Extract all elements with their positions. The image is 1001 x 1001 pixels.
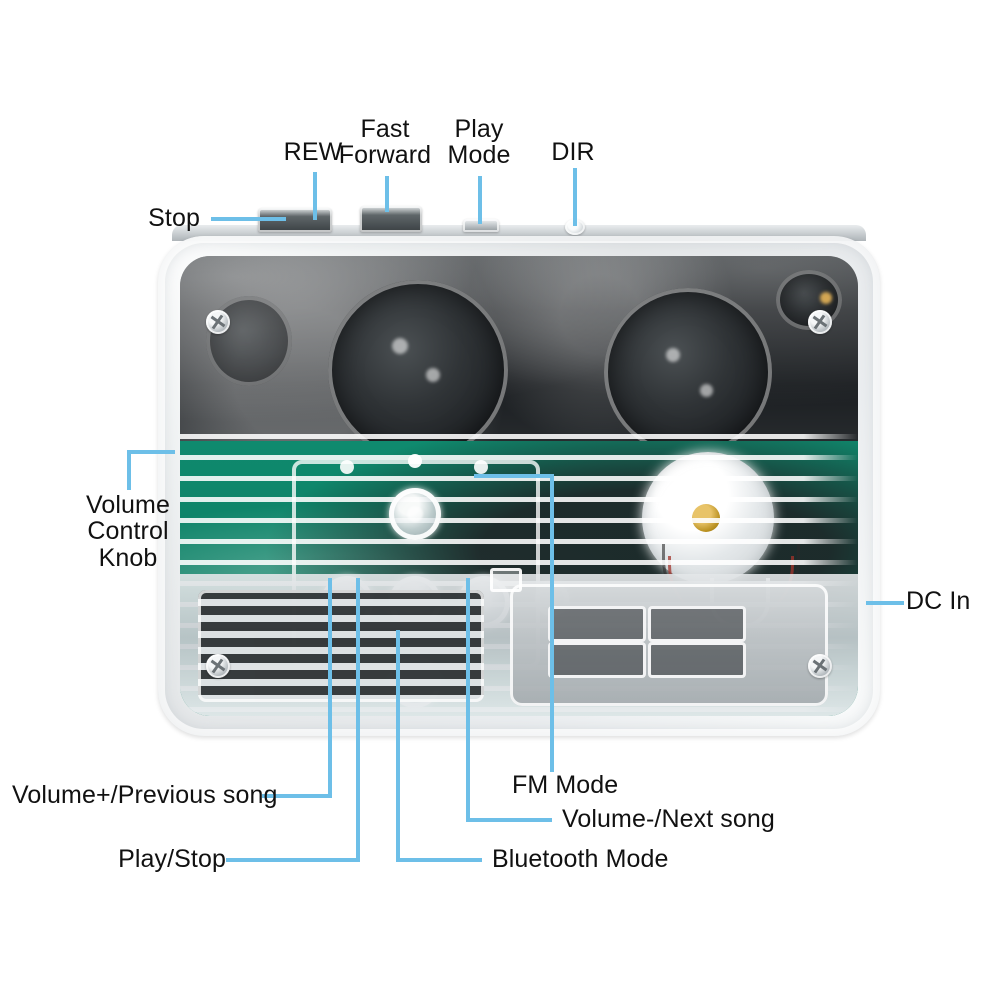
cassette-spool-left [328,280,508,460]
leader-vol-up-h [262,794,332,798]
battery-cell-3 [548,642,646,678]
latch-tab [490,568,522,592]
screw-bottom-left [206,654,230,678]
leader-dc-in [866,601,904,605]
capstan-screw [820,292,832,304]
frame-pivot-a [340,460,354,474]
leader-play-mode [478,176,482,224]
device-body [158,236,880,736]
leader-vol-down-v [466,578,470,820]
device-shell [158,236,880,736]
leader-fm-h [474,474,554,478]
leader-stop [211,217,286,221]
battery-cell-2 [648,606,746,642]
leader-fast-forward [385,176,389,212]
leader-vol-down-h [466,818,552,822]
spool-hub-a [392,338,408,354]
spool-hub-c [666,348,680,362]
leader-play-stop-v [356,578,360,860]
leader-bluetooth-v [396,630,400,860]
label-stop: Stop [148,204,200,232]
label-dir: DIR [551,138,595,166]
top-button-dir[interactable] [565,219,585,235]
battery-cell-4 [648,642,746,678]
battery-cell-1 [548,606,646,642]
screw-top-left [206,310,230,334]
top-button-play-mode[interactable] [463,219,499,232]
label-volume-down-next: Volume-/Next song [562,805,775,833]
spool-hub-d [700,384,713,397]
leader-dir [573,168,577,226]
label-fm-mode: FM Mode [512,771,619,799]
label-play-mode: Play Mode [447,115,511,170]
device-inner [180,256,858,716]
frame-pivot-b [474,460,488,474]
leader-rew [313,172,317,220]
label-fast-forward: Fast Forward [338,115,432,170]
screw-top-right [808,310,832,334]
leader-vol-up-v [328,578,332,796]
screw-bottom-right [808,654,832,678]
label-play-stop: Play/Stop [118,845,226,873]
cassette-spool-right [604,288,772,456]
speaker-grille-left [198,590,484,702]
leader-bluetooth-h [396,858,482,862]
lower-housing [180,568,858,716]
label-rew: REW [283,138,343,166]
leader-volume-knob-v [127,452,131,490]
control-button-top[interactable] [389,488,441,540]
leader-volume-knob-h [127,450,175,454]
frame-pivot-top [408,454,422,468]
top-button-fast-forward[interactable] [360,206,422,232]
spool-hub-b [426,368,440,382]
label-volume-up-previous: Volume+/Previous song [12,781,278,809]
leader-fm-v [550,474,554,772]
label-volume-control-knob: Volume Control Knob [86,491,170,572]
label-dc-in: DC In [906,587,971,615]
leader-play-stop-h [226,858,360,862]
label-bluetooth-mode: Bluetooth Mode [492,845,669,873]
battery-compartment [510,584,828,706]
cassette-mechanism [180,256,858,464]
